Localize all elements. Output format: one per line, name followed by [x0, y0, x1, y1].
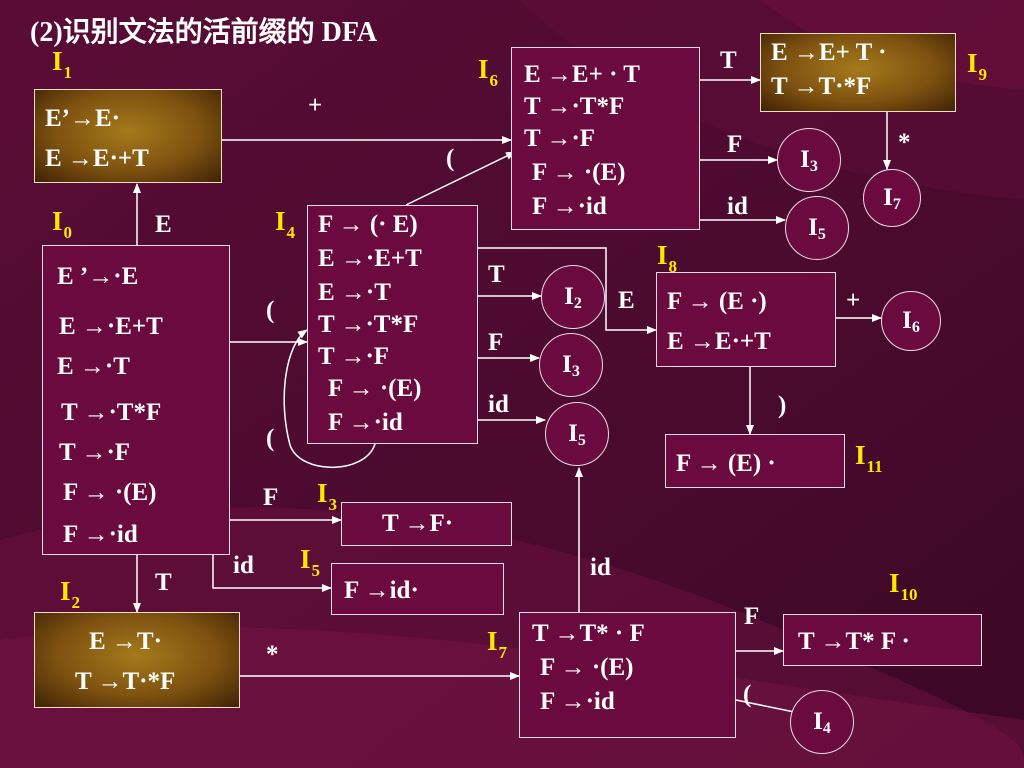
item-line: F →·id — [532, 193, 607, 220]
item-line: E →T· — [89, 628, 162, 655]
edge-label-i6-i9: T — [720, 47, 737, 74]
item-line: E →E+ · T — [524, 61, 640, 88]
item-line: E ’→·E — [57, 263, 139, 290]
edge-label-i0-i4-upper: ( — [266, 297, 275, 324]
edge-label-i6-i5: id — [727, 193, 748, 220]
item-line: T →T* F · — [798, 628, 910, 655]
item-line: E →·T — [57, 353, 130, 380]
state-box-i11: F → (E) · — [665, 434, 845, 488]
item-line: F → ·(E) — [532, 159, 626, 186]
item-line: T →T* · F — [532, 620, 645, 647]
item-line: E →E·+T — [667, 328, 771, 355]
state-box-i0: E ’→·E E →·E+T E →·T T →·T*F T →·F F → ·… — [42, 245, 230, 555]
item-line: F → (E ·) — [667, 288, 767, 315]
state-label-i6: I6 — [478, 54, 499, 90]
state-box-i2: E →T· T →T·*F — [34, 612, 240, 708]
item-line: E →E+ T · — [771, 39, 887, 66]
state-box-i4: F → (· E) E →·E+T E →·T T →·T*F T →·F F … — [307, 205, 478, 444]
state-label-i5: I5 — [300, 544, 321, 580]
item-line: T →F· — [382, 510, 454, 537]
state-label-i10: I10 — [889, 568, 918, 604]
item-line: T →·F — [59, 439, 131, 466]
item-line: F → (E) · — [676, 450, 776, 477]
edge-label-i4-i2: T — [488, 261, 505, 288]
state-box-i3: T →F· — [341, 502, 512, 546]
state-label-i4: I4 — [275, 206, 296, 242]
item-line: F → (· E) — [318, 211, 418, 238]
item-line: F → ·(E) — [63, 479, 157, 506]
state-box-i9: E →E+ T · T →T·*F — [760, 33, 956, 112]
item-line: F →id· — [344, 577, 419, 604]
edge-label-i0-i3: F — [263, 484, 279, 511]
edge-label-i0-i1: E — [155, 211, 172, 238]
state-box-i5: F →id· — [331, 563, 504, 615]
state-label-i2: I2 — [60, 576, 81, 612]
item-line: E →·E+T — [318, 245, 422, 272]
edge-label-i0-i5: id — [233, 552, 254, 579]
item-line: E →E·+T — [45, 145, 149, 172]
edge-label-i9-i7: * — [898, 129, 911, 156]
item-line: T →T·*F — [75, 668, 176, 695]
state-label-i0: I0 — [52, 206, 73, 242]
state-label-i8: I8 — [657, 240, 678, 276]
edge-label-i8-i6: + — [846, 287, 861, 314]
state-box-i1: E’→E· E →E·+T — [34, 89, 222, 183]
state-label-i11: I11 — [855, 440, 883, 476]
edge-label-i7-i4: ( — [743, 681, 752, 708]
state-label-i9: I9 — [967, 48, 988, 84]
edge-label-i0-i2: T — [155, 569, 172, 596]
edge-label-i4-i3: F — [488, 329, 504, 356]
item-line: T →·F — [524, 125, 596, 152]
item-line: F →·id — [328, 409, 403, 436]
item-line: T →T·*F — [771, 73, 872, 100]
edge-label-i8-i11: ) — [778, 392, 787, 419]
item-line: T →·T*F — [318, 311, 419, 338]
edge-label-i7-i5: id — [590, 554, 611, 581]
item-line: T →·T*F — [61, 399, 162, 426]
item-line: E’→E· — [45, 105, 121, 132]
state-label-i3: I3 — [317, 478, 338, 514]
edge-label-i4-i8: E — [618, 287, 635, 314]
edge-label-i2-i7: * — [266, 641, 279, 668]
edge-label-i0-i4-lower: ( — [266, 425, 275, 452]
edge-label-i4-i6: ( — [446, 145, 455, 172]
state-label-i1: I1 — [52, 46, 73, 82]
item-line: E →·E+T — [59, 313, 163, 340]
item-line: F →·id — [540, 688, 615, 715]
state-box-i7: T →T* · F F → ·(E) F →·id — [519, 612, 736, 738]
item-line: T →·T*F — [524, 93, 625, 120]
item-line: F →·id — [63, 521, 138, 548]
item-line: F → ·(E) — [328, 375, 422, 402]
edge-label-i7-i10: F — [744, 603, 760, 630]
state-box-i10: T →T* F · — [783, 614, 982, 666]
item-line: E →·T — [318, 279, 391, 306]
item-line: T →·F — [318, 343, 390, 370]
item-line: F → ·(E) — [540, 654, 634, 681]
slide-title: (2)识别文法的活前缀的 DFA — [30, 17, 378, 48]
state-label-i7: I7 — [487, 626, 508, 662]
edge-label-i4-i5: id — [488, 391, 509, 418]
edge-label-i1-i6: + — [308, 92, 323, 119]
state-box-i8: F → (E ·) E →E·+T — [656, 272, 836, 367]
edge-label-i6-i3: F — [727, 131, 743, 158]
state-box-i6: E →E+ · T T →·T*F T →·F F → ·(E) F →·id — [511, 47, 700, 230]
